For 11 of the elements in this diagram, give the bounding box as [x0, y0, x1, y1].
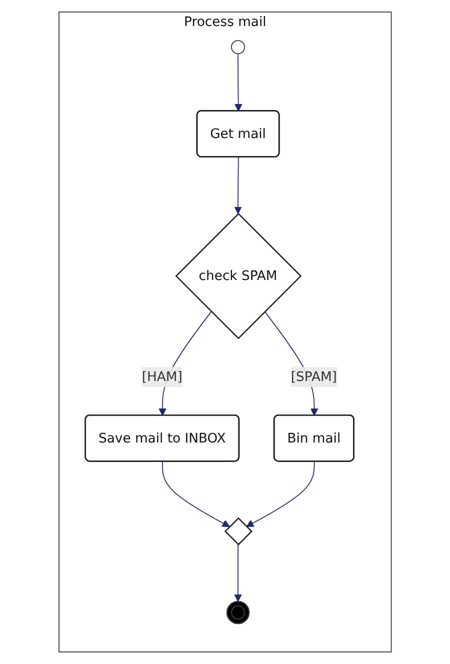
node-diamond [224, 517, 252, 546]
node-diamond: check SPAM [175, 212, 302, 340]
arrow [246, 461, 315, 528]
arrow [234, 156, 242, 214]
edge-label: [HAM] [142, 368, 182, 384]
node-circle [230, 40, 245, 54]
node-circle [226, 600, 250, 624]
arrow [234, 53, 242, 112]
edge-label: [SPAM] [290, 368, 337, 384]
arrow [234, 544, 242, 602]
arrow [162, 461, 230, 528]
